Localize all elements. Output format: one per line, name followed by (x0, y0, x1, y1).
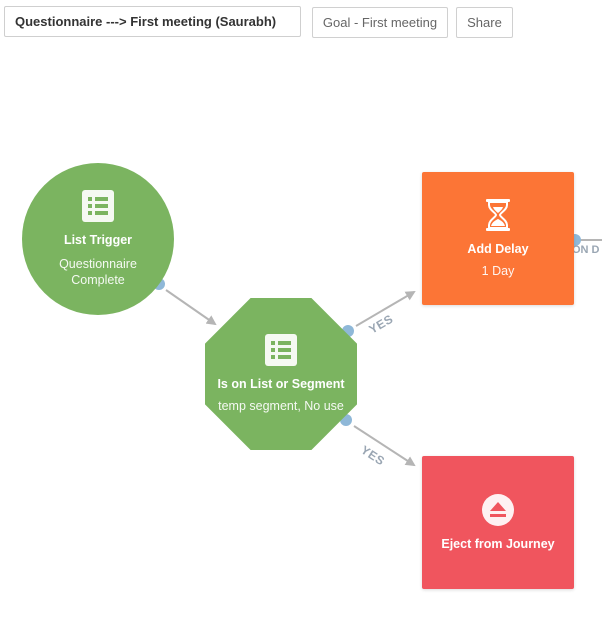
node-list-trigger[interactable]: List Trigger Questionnaire Complete (22, 163, 174, 315)
list-icon (265, 334, 297, 366)
node-segment-check[interactable]: Is on List or Segment temp segment, No u… (205, 298, 357, 450)
node-subtitle: 1 Day (481, 263, 515, 278)
node-title: Add Delay (467, 241, 529, 256)
journey-name-input[interactable] (4, 6, 301, 37)
node-subtitle: Questionnaire Complete (59, 257, 137, 287)
eject-icon (482, 493, 514, 526)
node-eject[interactable]: Eject from Journey (422, 456, 574, 589)
connector-label-yes-upper: YES (367, 312, 396, 337)
node-title: Is on List or Segment (217, 377, 345, 391)
connector-segment-to-eject (353, 425, 416, 467)
goal-button[interactable]: Goal - First meeting (312, 7, 448, 38)
list-icon (82, 190, 114, 222)
node-title: Eject from Journey (441, 536, 555, 551)
share-button[interactable]: Share (456, 7, 513, 38)
node-add-delay[interactable]: Add Delay 1 Day (422, 172, 574, 305)
connector-trigger-to-segment (165, 289, 217, 326)
connector-label-yes-lower: YES (358, 443, 387, 469)
node-title: List Trigger (63, 233, 133, 247)
connector-segment-to-delay (355, 290, 416, 327)
node-subtitle: temp segment, No use (218, 399, 344, 413)
hourglass-icon (485, 198, 511, 231)
connector-label-partial: ON D (572, 244, 600, 256)
